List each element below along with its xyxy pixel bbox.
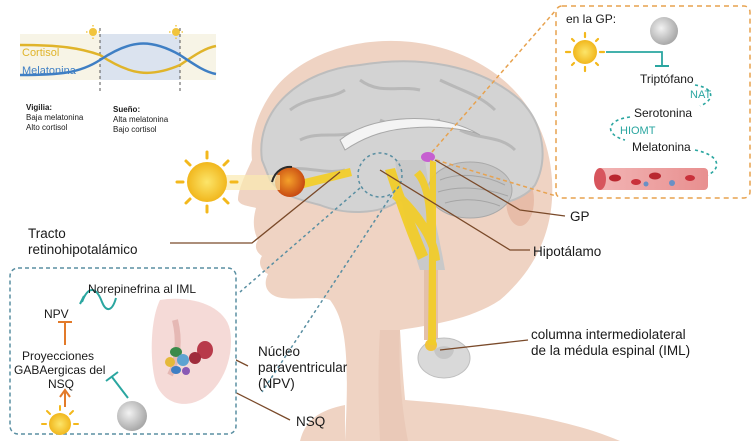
tract-label-line2: retinohipotalámico bbox=[28, 242, 138, 258]
wake-line1: Baja melatonina bbox=[26, 113, 83, 123]
hypothalamus-label: Hipotálamo bbox=[533, 244, 601, 260]
npv-label-line2: paraventricular bbox=[258, 360, 347, 376]
melatonin-step-label: Melatonina bbox=[632, 140, 691, 154]
melatonin-label: Melatonina bbox=[22, 64, 76, 78]
sleep-line1: Alta melatonina bbox=[113, 115, 168, 125]
hiomt-label: HIOMT bbox=[620, 124, 655, 138]
sleep-title: Sueño: bbox=[113, 105, 140, 115]
cortisol-label: Cortisol bbox=[22, 46, 59, 60]
nsq-label: NSQ bbox=[296, 414, 325, 430]
tract-label-line1: Tracto bbox=[28, 226, 66, 242]
nat-label: NAT bbox=[690, 88, 711, 102]
gp-label: GP bbox=[570, 209, 590, 225]
norepinephrine-label: Norepinefrina al IML bbox=[88, 282, 196, 296]
projections-line1: Proyecciones bbox=[22, 349, 94, 363]
iml-label-line1: columna intermediolateral bbox=[531, 327, 686, 343]
tryptophan-label: Triptófano bbox=[640, 72, 694, 86]
sleep-line2: Bajo cortisol bbox=[113, 125, 157, 135]
projections-line2: GABAergicas del bbox=[14, 363, 105, 377]
wake-line2: Alto cortisol bbox=[26, 123, 67, 133]
wake-title: Vigilia: bbox=[26, 103, 52, 113]
npv-panel-label: NPV bbox=[44, 307, 69, 321]
serotonin-label: Serotonina bbox=[634, 106, 692, 120]
moon-icon bbox=[650, 17, 678, 45]
iml-label-line2: de la médula espinal (IML) bbox=[531, 343, 690, 359]
projections-line3: NSQ bbox=[48, 377, 74, 391]
blood-vessel bbox=[594, 168, 708, 190]
npv-label-line1: Núcleo bbox=[258, 344, 300, 360]
npv-label-line3: (NPV) bbox=[258, 376, 295, 392]
gp-panel-title: en la GP: bbox=[566, 12, 616, 26]
moon-icon bbox=[117, 401, 147, 431]
